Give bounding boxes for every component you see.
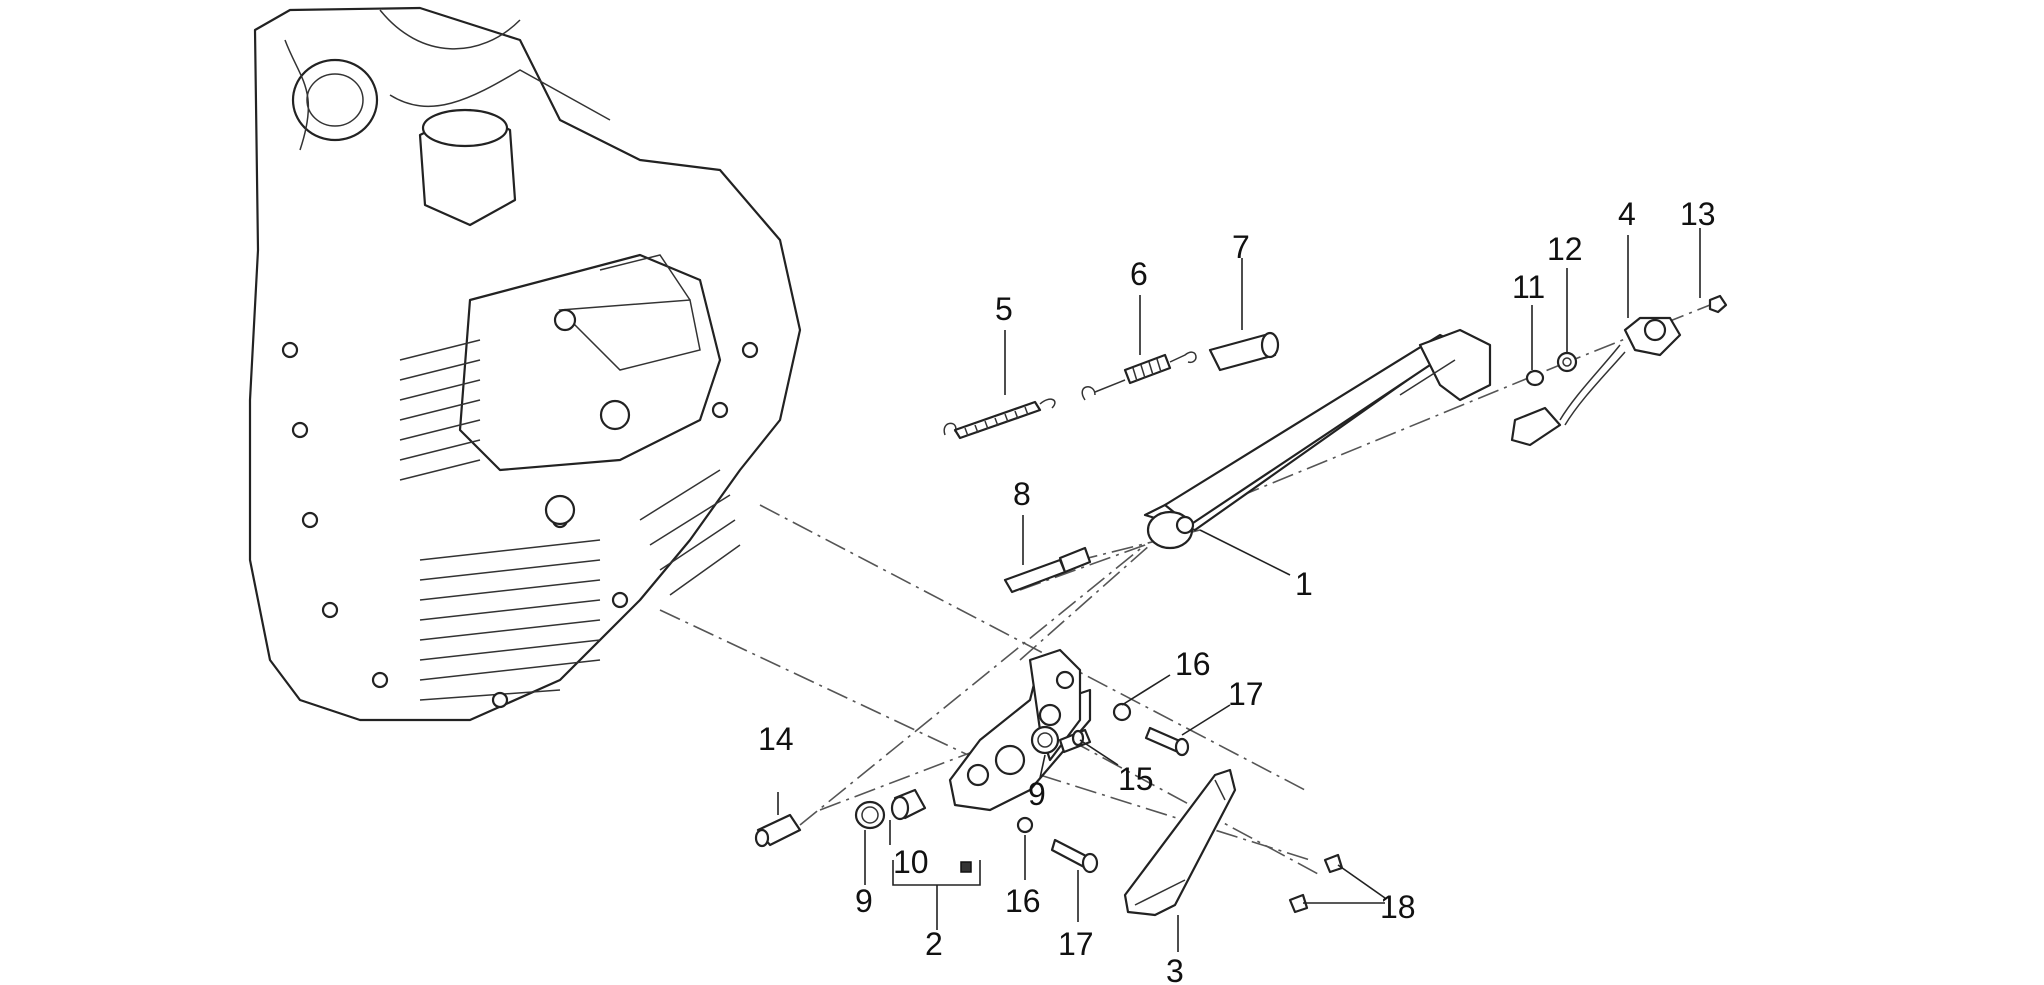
screw-18-lower (1288, 893, 1309, 914)
spacer-sleeve (1208, 331, 1280, 372)
side-stand-leg (1143, 328, 1492, 550)
callout-15: 15 (1118, 761, 1154, 797)
callout-12: 12 (1547, 231, 1583, 267)
nut-13 (1708, 294, 1728, 314)
o-ring-9-upper (1030, 725, 1060, 755)
callout-8: 8 (1013, 476, 1031, 512)
callout-16-upper: 16 (1175, 646, 1211, 682)
callout-14: 14 (758, 721, 794, 757)
pivot-bolt (1003, 546, 1092, 594)
callout-16-lower: 16 (1005, 883, 1041, 919)
foot-pad (1123, 768, 1237, 917)
callout-17-upper: 17 (1228, 676, 1264, 712)
callout-18: 18 (1380, 889, 1416, 925)
callout-5: 5 (995, 291, 1013, 327)
callout-9-lower: 9 (855, 883, 873, 919)
callout-11: 11 (1512, 269, 1545, 305)
callout-6: 6 (1130, 256, 1148, 292)
callout-7: 7 (1232, 229, 1250, 265)
stud-15 (1058, 728, 1092, 754)
washer-16-upper (1112, 702, 1132, 722)
callout-1: 1 (1295, 566, 1313, 602)
callout-17-lower: 17 (1058, 926, 1094, 962)
bush-10 (890, 788, 927, 821)
callout-4: 4 (1618, 196, 1636, 232)
assembly-lines (659, 304, 1711, 876)
mounting-bracket (948, 648, 1092, 873)
spring-short (1081, 351, 1197, 401)
callout-9-upper: 9 (1028, 776, 1046, 812)
bolt-17-lower (1050, 838, 1099, 874)
bracket-marker (960, 861, 972, 873)
sidestand-switch (1510, 316, 1682, 447)
o-ring-9-lower (854, 800, 886, 830)
spring-long (943, 398, 1056, 440)
washer-12 (1556, 351, 1578, 373)
callout-10: 10 (893, 844, 929, 880)
leader-lines (777, 228, 1701, 952)
washer-11 (1525, 369, 1545, 387)
bolt-17-upper (1144, 726, 1190, 757)
engine-assembly (248, 6, 802, 722)
callouts: 1 2 3 4 5 6 7 8 9 9 10 11 12 13 14 15 16… (758, 196, 1716, 985)
washer-16-lower (1016, 816, 1034, 834)
screw-18-upper (1323, 853, 1344, 874)
bushing-14 (754, 813, 802, 848)
callout-2: 2 (925, 926, 943, 962)
callout-3: 3 (1166, 953, 1184, 985)
callout-13: 13 (1680, 196, 1716, 232)
